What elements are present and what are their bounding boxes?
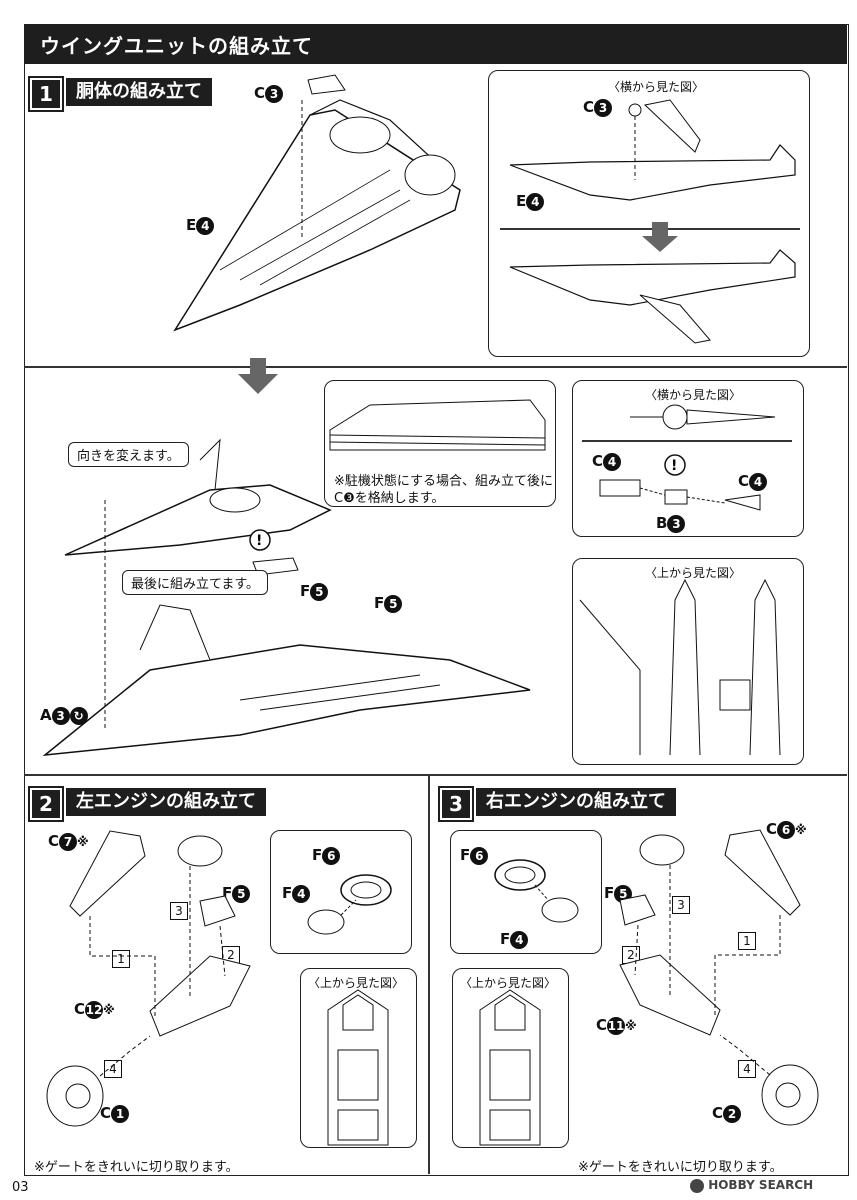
step1-top-view-label: 〈上から見た図〉: [645, 566, 742, 580]
step2-box-3: 3: [170, 902, 188, 920]
step2-box-4: 4: [104, 1060, 122, 1078]
step1-side-view-frame: [488, 70, 810, 357]
step3-engine-illustration: [619, 829, 819, 1126]
step2-engine-illustration: [46, 830, 251, 1127]
step2-box-1: 1: [112, 950, 130, 968]
step3-top-view-illustration: [479, 989, 541, 1146]
top-view-illustration: [579, 578, 781, 756]
step2-top-view-label: 〈上から見た図〉: [308, 976, 405, 990]
down-arrow-large: [238, 358, 278, 394]
step3-detail-illustration: [494, 859, 579, 923]
watermark: HOBBY SEARCH: [690, 1178, 813, 1193]
step2-gate-note: ※ゲートをきれいに切り取ります。: [34, 1160, 239, 1175]
step2-detail-illustration: [307, 874, 392, 935]
watermark-logo-icon: [690, 1178, 704, 1193]
side-view2-parts: !: [599, 454, 761, 511]
step3-top-view-label: 〈上から見た図〉: [460, 976, 557, 990]
svg-text:!: !: [256, 533, 262, 549]
step2-step3-divider: [428, 774, 430, 1174]
down-arrow-small: [642, 222, 678, 252]
step3-box-3: 3: [672, 896, 690, 914]
page-number: 03: [12, 1180, 29, 1195]
step1-number: 1: [28, 76, 64, 112]
step2-title: 左エンジンの組み立て: [66, 788, 266, 816]
step3-c11: C11※: [596, 1016, 637, 1035]
step3-box-2: 2: [622, 946, 640, 964]
page-title: ウイングユニットの組み立て: [40, 34, 313, 58]
fighter-lower-illustration: [42, 500, 531, 757]
step2-top-view-illustration: [327, 989, 389, 1146]
fighter-top-illustration: [64, 438, 332, 556]
step2-c12: C12※: [74, 1000, 115, 1019]
step3-box-1: 1: [738, 932, 756, 950]
side-view2-separator: [582, 440, 792, 442]
side-view2-illustration: [630, 404, 776, 430]
side-view-illustration-bottom: [509, 249, 796, 344]
parking-note-line1: ※駐機状態にする場合、組み立て後に: [334, 474, 554, 489]
step3-box-4: 4: [738, 1060, 756, 1078]
step3-gate-note: ※ゲートをきれいに切り取ります。: [578, 1160, 783, 1175]
step1-side-view2-label: 〈横から見た図〉: [645, 388, 742, 402]
side-view-separator: [500, 228, 800, 230]
side-view-illustration-top: [509, 99, 796, 201]
step1-side-view-label: 〈横から見た図〉: [608, 80, 705, 94]
last-assembly-note: 最後に組み立てます。: [122, 570, 269, 595]
step1-title: 胴体の組み立て: [66, 78, 212, 106]
fuselage-illustration: [173, 74, 461, 332]
turn-direction-note: 向きを変えます。: [68, 442, 189, 467]
svg-text:!: !: [671, 458, 677, 474]
step2-number: 2: [28, 786, 64, 822]
step3-number: 3: [438, 786, 474, 822]
header-bar: [24, 24, 847, 64]
parking-detail-illustration: [329, 399, 546, 451]
step1-mid-divider: [24, 366, 847, 368]
parking-note-line2: C❸を格納します。: [334, 491, 445, 506]
step3-title: 右エンジンの組み立て: [476, 788, 676, 816]
lower-section-divider: [24, 774, 847, 776]
